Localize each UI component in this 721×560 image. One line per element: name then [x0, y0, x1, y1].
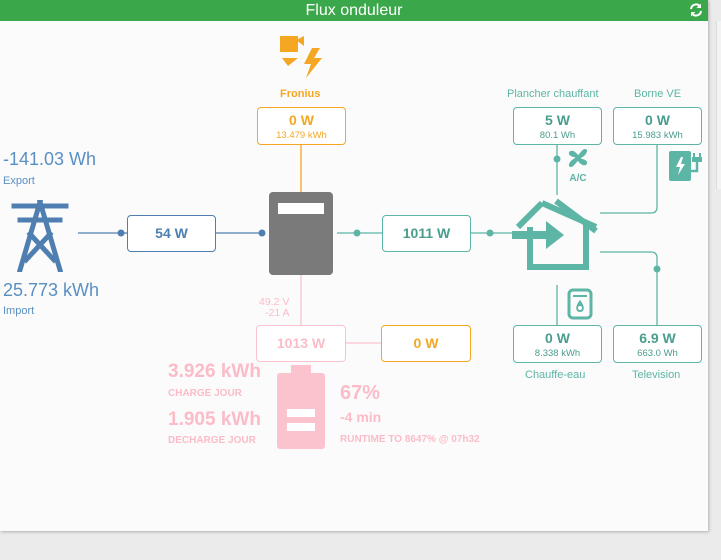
inverter-icon: [269, 192, 333, 275]
ev-charger-energy: 15.983 kWh: [632, 130, 683, 141]
battery-discharge-label: DECHARGE JOUR: [168, 435, 256, 446]
floor-heating-label: Plancher chauffant: [507, 88, 599, 100]
solar-label: Fronius: [280, 88, 321, 100]
solar-power-box: 0 W 13.479 kWh: [257, 107, 346, 145]
water-heater-energy: 8.338 kWh: [534, 348, 581, 359]
ev-charger-label: Borne VE: [634, 88, 682, 100]
grid-power-value: 54 W: [155, 225, 188, 241]
battery-charge-label: CHARGE JOUR: [168, 388, 242, 399]
battery-discharge-value: 1.905 kWh: [168, 409, 261, 430]
solar-energy-value: 13.479 kWh: [276, 130, 327, 141]
battery-power-value: 1013 W: [276, 335, 326, 351]
battery-soc: 67%: [340, 382, 381, 404]
battery-secondary-power: 0 W: [413, 335, 439, 351]
house-power-value: 1011 W: [402, 225, 451, 241]
solar-panel-icon: [280, 36, 322, 78]
refresh-icon[interactable]: [688, 2, 704, 18]
battery-voltage: 49.2 V: [259, 296, 290, 308]
svg-text:A/C: A/C: [569, 173, 586, 183]
battery-icon: [277, 365, 325, 449]
grid-export-label: Export: [3, 175, 35, 187]
battery-power-box: 1013 W: [256, 325, 346, 362]
television-energy: 663.0 Wh: [637, 348, 678, 359]
battery-runtime-label: RUNTIME TO 8647% @ 07h32: [340, 434, 480, 445]
television-power: 6.9 W: [639, 330, 676, 346]
panel-title: Flux onduleur: [305, 2, 403, 19]
television-box: 6.9 W 663.0 Wh: [613, 325, 702, 363]
grid-import-value: 25.773 kWh: [3, 280, 100, 300]
battery-current: -21 A: [265, 307, 290, 319]
solar-power-value: 0 W: [289, 112, 314, 128]
water-heater-icon: [567, 288, 593, 320]
panel-header: Flux onduleur: [0, 0, 708, 21]
ev-charger-power: 0 W: [645, 112, 670, 128]
water-heater-label: Chauffe-eau: [525, 369, 586, 381]
grid-import-label: Import: [3, 305, 35, 317]
water-heater-power: 0 W: [545, 330, 570, 346]
battery-charge-value: 3.926 kWh: [168, 361, 261, 382]
floor-heating-box: 5 W 80.1 Wh: [513, 107, 602, 145]
ev-charger-icon: [669, 151, 702, 181]
battery-runtime-short: -4 min: [340, 409, 382, 425]
scrollbar[interactable]: [716, 21, 721, 189]
grid-power-box: 54 W: [127, 215, 216, 252]
air-conditioning-icon: A/C: [568, 149, 588, 183]
television-label: Television: [632, 369, 681, 381]
floor-heating-energy: 80.1 Wh: [539, 130, 576, 141]
inverter-flow-panel: Flux onduleur: [0, 0, 708, 531]
power-pylon-icon: [11, 200, 69, 272]
house-icon: [512, 198, 598, 270]
battery-secondary-box: 0 W: [381, 325, 471, 362]
floor-heating-power: 5 W: [545, 112, 570, 128]
water-heater-box: 0 W 8.338 kWh: [513, 325, 602, 363]
house-power-box: 1011 W: [382, 215, 471, 252]
grid-export-value: -141.03 Wh: [3, 149, 97, 169]
ev-charger-box: 0 W 15.983 kWh: [613, 107, 702, 145]
